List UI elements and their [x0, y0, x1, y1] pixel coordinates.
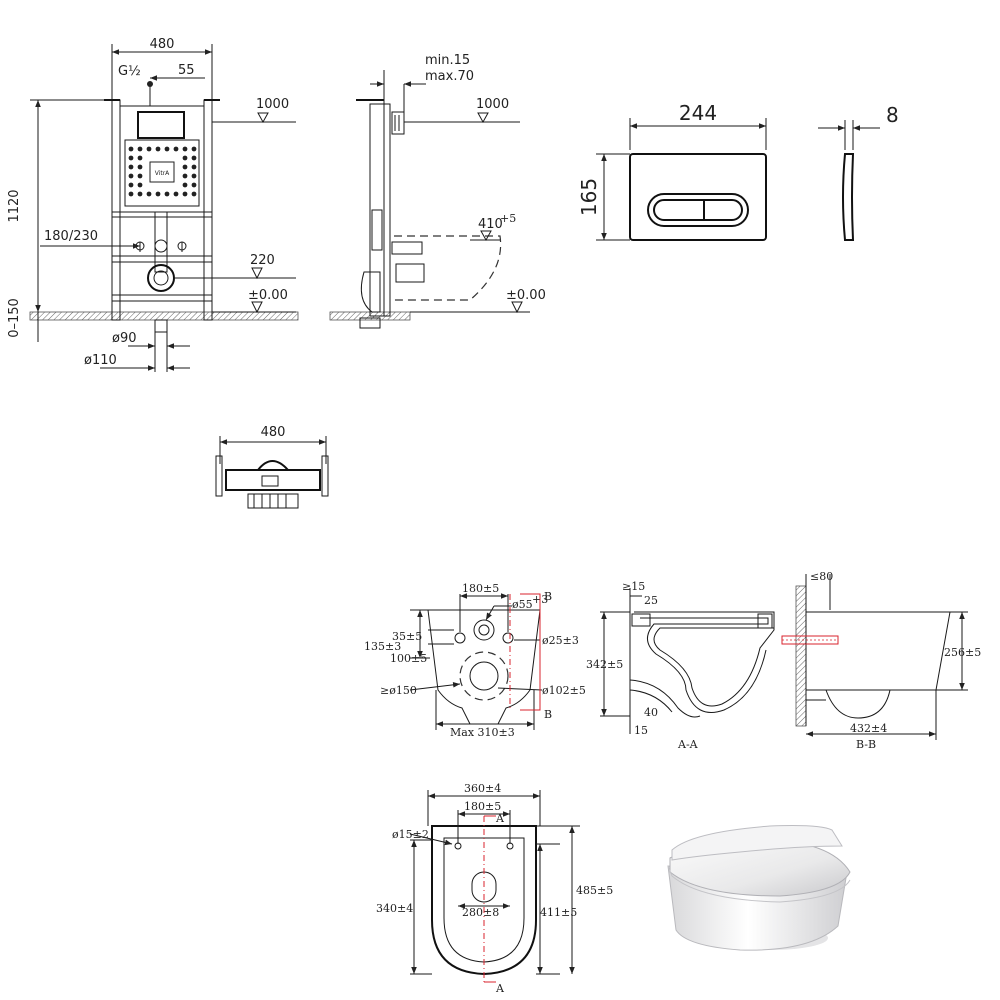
frame-front-view: VitrA 480 G½ 55 1120 0–150 1000 [7, 37, 299, 372]
section-a-top: A [495, 812, 505, 825]
back-c7-label: ≥ø150 [380, 684, 417, 697]
aa-title: A-A [677, 738, 699, 751]
top-d5-label: 280±8 [462, 906, 499, 919]
back-c3-label: 35±5 [392, 630, 422, 643]
back-max-label: Max 310±3 [450, 726, 515, 739]
section-b-top: B [544, 590, 552, 603]
back-c4-label: 135±3 [364, 640, 401, 653]
section-b-bottom: B [544, 708, 552, 721]
bb-d1-label: ≤80 [810, 570, 833, 583]
top-d7-label: 485±5 [576, 884, 613, 897]
adjust-label: 0–150 [7, 298, 22, 338]
back-c8-label: ø102±5 [542, 684, 586, 697]
side-level-0-label: ±0.00 [506, 288, 546, 303]
frame-width-label: 480 [150, 37, 175, 52]
plate-width-label: 244 [679, 101, 717, 125]
level-marker-triangle [257, 112, 269, 124]
side-level-410-tol: +5 [500, 212, 516, 225]
top-width-label: 480 [261, 425, 286, 440]
inlet-label: G½ [118, 64, 141, 79]
flush-plate-outline [629, 153, 767, 241]
side-level-1000-label: 1000 [476, 97, 509, 112]
d110-label: ø110 [84, 353, 117, 368]
bb-title: B-B [856, 738, 876, 751]
plate-depth-label: 8 [886, 103, 899, 127]
back-c1-label: 180±5 [462, 582, 499, 595]
product-photo-toilet [667, 825, 851, 951]
bowl-back-view: Max 310±3 180±5 ø55 +3 ø25±3 135±3 35±5 … [364, 582, 586, 739]
side-max-label: max.70 [425, 69, 474, 84]
bowl-section-bb: ≤80 256±5 432±4 B-B [781, 570, 981, 751]
bolts-label: 180/230 [44, 229, 98, 244]
top-d2-label: 180±5 [464, 800, 501, 813]
d90-label: ø90 [112, 331, 137, 346]
aa-d3-label: 342±5 [586, 658, 623, 671]
bowl-top-view: 360±4 180±5 ø15±2 340±4 280±8 411±5 485±… [376, 782, 613, 995]
side-min-label: min.15 [425, 53, 470, 68]
bowl-section-aa: 342±5 ≥15 25 40 15 A-A [586, 580, 775, 751]
top-d1-label: 360±4 [464, 782, 501, 795]
floor-hatch [29, 311, 299, 321]
plate-height-label: 165 [577, 178, 601, 216]
level-220-label: 220 [250, 253, 275, 268]
level-0-label: ±0.00 [248, 288, 288, 303]
section-a-bottom: A [495, 982, 505, 995]
svg-text:VitrA: VitrA [155, 170, 170, 177]
frame-top-view: 480 [215, 425, 329, 509]
back-c5-label: 100±5 [390, 652, 427, 665]
inlet-offset-label: 55 [178, 63, 195, 78]
aa-d5-label: 15 [634, 724, 648, 737]
top-d6-label: 411±5 [540, 906, 577, 919]
back-c6-label: ø25±3 [542, 634, 579, 647]
flush-plate-view: 244 165 8 [577, 101, 899, 241]
cistern-pattern: VitrA [128, 146, 197, 197]
frame-height-label: 1120 [7, 189, 22, 222]
aa-d1-label: ≥15 [622, 580, 645, 593]
aa-d2-label: 25 [644, 594, 658, 607]
level-1000-label: 1000 [256, 97, 289, 112]
back-c2-label: ø55 [512, 598, 533, 611]
top-d3-label: ø15±2 [392, 828, 429, 841]
bb-d3-label: 432±4 [850, 722, 887, 735]
aa-d4-label: 40 [644, 706, 658, 719]
top-d4-label: 340±4 [376, 902, 413, 915]
bb-d2-label: 256±5 [944, 646, 981, 659]
side-level-410-label: 410 [478, 217, 503, 232]
frame-side-view: min.15 max.70 1000 410 +5 ±0.00 [329, 53, 546, 329]
